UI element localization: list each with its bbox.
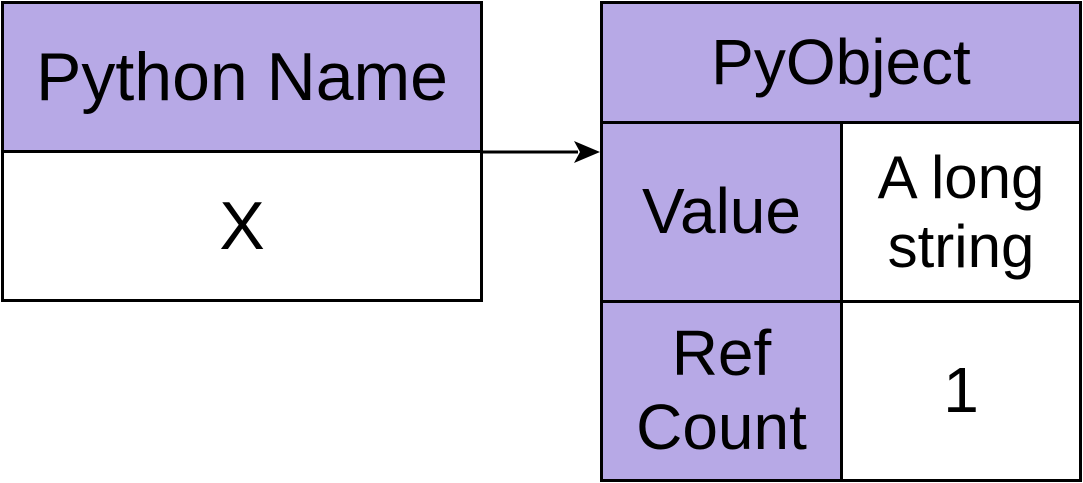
python-name-value-cell: X — [1, 150, 483, 302]
value-label: Value — [642, 175, 801, 248]
refcount-label: Ref Count — [636, 317, 807, 463]
python-name-value: X — [219, 187, 265, 264]
refcount-label-cell: Ref Count — [600, 300, 843, 482]
value-text: A long string — [877, 144, 1045, 280]
reference-arrow-head — [574, 141, 600, 163]
python-name-header-label: Python Name — [36, 38, 448, 115]
refcount-cell: 1 — [840, 300, 1082, 482]
python-name-header: Python Name — [1, 1, 483, 153]
value-cell: A long string — [840, 121, 1082, 303]
value-label-cell: Value — [600, 121, 843, 303]
pyobject-header: PyObject — [600, 1, 1082, 124]
pyobject-header-label: PyObject — [711, 25, 971, 98]
refcount-value: 1 — [943, 354, 979, 427]
